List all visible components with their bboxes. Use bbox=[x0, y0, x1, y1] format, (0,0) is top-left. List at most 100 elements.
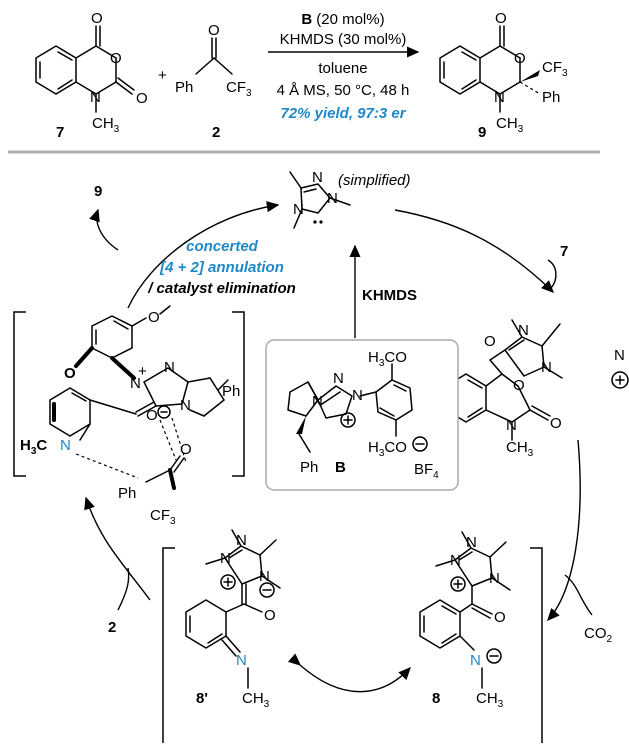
ketone-oxygen: O bbox=[180, 441, 192, 458]
atom-n: N bbox=[489, 570, 500, 587]
solvent: toluene bbox=[318, 60, 367, 77]
atom-n: N bbox=[130, 375, 141, 392]
methyl-group: CH3 bbox=[242, 690, 270, 710]
atom-o: O bbox=[110, 50, 122, 67]
simplified-note: (simplified) bbox=[338, 172, 411, 189]
plus-charge: + bbox=[138, 363, 147, 380]
intermediate-8prime-label: 8' bbox=[196, 690, 208, 707]
plus-sign: + bbox=[158, 67, 167, 84]
product-9-structure: O O N CH3 CF3 Ph bbox=[439, 10, 568, 135]
co2-byproduct: CO2 bbox=[584, 625, 613, 645]
atom-n: N bbox=[466, 534, 477, 551]
phenyl-group: Ph bbox=[222, 383, 240, 400]
atom-n: N bbox=[236, 532, 247, 549]
atom-n: N bbox=[352, 387, 363, 404]
atom-n: N bbox=[293, 201, 304, 218]
atom-o: O bbox=[495, 10, 507, 27]
free-carbene-structure: N N N bbox=[289, 169, 351, 229]
atom-n: N bbox=[220, 550, 231, 567]
trifluoromethyl-group: CF3 bbox=[226, 79, 252, 99]
bracket-left bbox=[162, 547, 175, 743]
annulation-line3: / catalyst elimination bbox=[147, 280, 296, 297]
phenyl-group: Ph bbox=[118, 485, 136, 502]
annulation-line1: concerted bbox=[186, 238, 259, 255]
conditions: 4 Å MS, 50 °C, 48 h bbox=[277, 82, 410, 99]
atom-n: N bbox=[164, 359, 175, 376]
reactant-2-label: 2 bbox=[212, 124, 220, 141]
methyl-group: CH3 bbox=[496, 115, 524, 135]
imine-nitrogen: N bbox=[236, 652, 247, 669]
atom-o: O bbox=[484, 333, 496, 350]
atom-o: O bbox=[64, 365, 76, 382]
enolate-oxygen: O bbox=[146, 407, 158, 424]
arrow-7-entry bbox=[547, 259, 557, 289]
annulation-line2: [4 + 2] annulation bbox=[159, 259, 284, 276]
cycle-arrow-8prime-to-ts bbox=[84, 496, 151, 601]
atom-o: O bbox=[513, 377, 525, 394]
step-9-label: 9 bbox=[94, 183, 102, 200]
atom-n: N bbox=[450, 552, 461, 569]
reactant-2-structure: O Ph CF3 bbox=[175, 22, 252, 99]
atom-n: N bbox=[614, 347, 625, 364]
ts-bracket-left bbox=[13, 311, 26, 477]
methyl-group: CH3 bbox=[92, 115, 120, 135]
cycle-arrow-adduct-to-8 bbox=[547, 439, 581, 622]
methyl-group: CH3 bbox=[476, 690, 504, 710]
ts-nitrogen: N bbox=[60, 437, 71, 454]
step-7-label: 7 bbox=[560, 243, 568, 260]
reactant-7-label: 7 bbox=[56, 124, 64, 141]
cycle-arrow-ts-to-carbene bbox=[127, 201, 280, 309]
reactant-7-structure: O O O N CH3 bbox=[35, 10, 148, 135]
benzyl-phenyl: Ph bbox=[300, 459, 318, 476]
intermediate-8-structure: N N N O N CH3 bbox=[419, 531, 511, 710]
atom-n: N bbox=[494, 89, 505, 106]
arrow-2-entry bbox=[117, 567, 130, 611]
atom-n: N bbox=[333, 370, 344, 387]
tetrahedral-adduct-structure: N N N O O O N CH3 bbox=[445, 319, 629, 459]
precatalyst-B-structure: N N N H3CO H3CO BF4 Ph bbox=[287, 349, 439, 481]
phenyl-group: Ph bbox=[175, 79, 193, 96]
tetrafluoroborate: BF4 bbox=[414, 461, 439, 481]
base-label: KHMDS bbox=[362, 287, 417, 304]
arrow-co2-release bbox=[564, 574, 593, 616]
methoxy-bottom: H3CO bbox=[368, 439, 407, 459]
product-9-label: 9 bbox=[478, 124, 486, 141]
intermediate-8-label: 8 bbox=[432, 690, 440, 707]
phenyl-group: Ph bbox=[542, 89, 560, 106]
amide-nitrogen: N bbox=[470, 652, 481, 669]
atom-n: N bbox=[312, 393, 323, 410]
n-methyl-group: H3C bbox=[20, 437, 47, 457]
atom-n: N bbox=[312, 169, 323, 186]
atom-o: O bbox=[514, 50, 526, 67]
precatalyst-label: B bbox=[335, 459, 346, 476]
atom-n: N bbox=[518, 322, 529, 339]
precatalyst-box bbox=[265, 339, 459, 491]
methoxy-top: H3CO bbox=[368, 349, 407, 369]
methyl-group: CH3 bbox=[506, 439, 534, 459]
atom-n: N bbox=[90, 89, 101, 106]
atom-n: N bbox=[506, 417, 517, 434]
atom-n: N bbox=[327, 190, 338, 207]
step-2-label: 2 bbox=[108, 619, 116, 636]
base-loading: KHMDS (30 mol%) bbox=[280, 31, 407, 48]
trifluoromethyl-group: CF3 bbox=[150, 507, 176, 527]
arrow-9-release bbox=[89, 208, 119, 251]
atom-o: O bbox=[136, 90, 148, 107]
methoxy-group: O bbox=[148, 309, 160, 326]
atom-o: O bbox=[550, 415, 562, 432]
atom-o: O bbox=[264, 607, 276, 624]
bracket-right bbox=[530, 547, 543, 743]
atom-n: N bbox=[180, 397, 191, 414]
trifluoromethyl-group: CF3 bbox=[542, 59, 568, 79]
atom-n: N bbox=[541, 359, 552, 376]
yield-er: 72% yield, 97:3 er bbox=[280, 105, 406, 122]
cycle-arrow-carbene-to-adduct bbox=[394, 209, 554, 293]
catalyst-loading: B(20 mol%) bbox=[301, 11, 384, 28]
atom-n: N bbox=[259, 568, 270, 585]
transition-state-structure: O O N + N N Ph O H3C N O Ph bbox=[13, 305, 245, 527]
ts-bracket-right bbox=[232, 311, 245, 477]
intermediate-8prime-structure: N N N O N CH3 bbox=[185, 529, 281, 710]
atom-o: O bbox=[494, 609, 506, 626]
